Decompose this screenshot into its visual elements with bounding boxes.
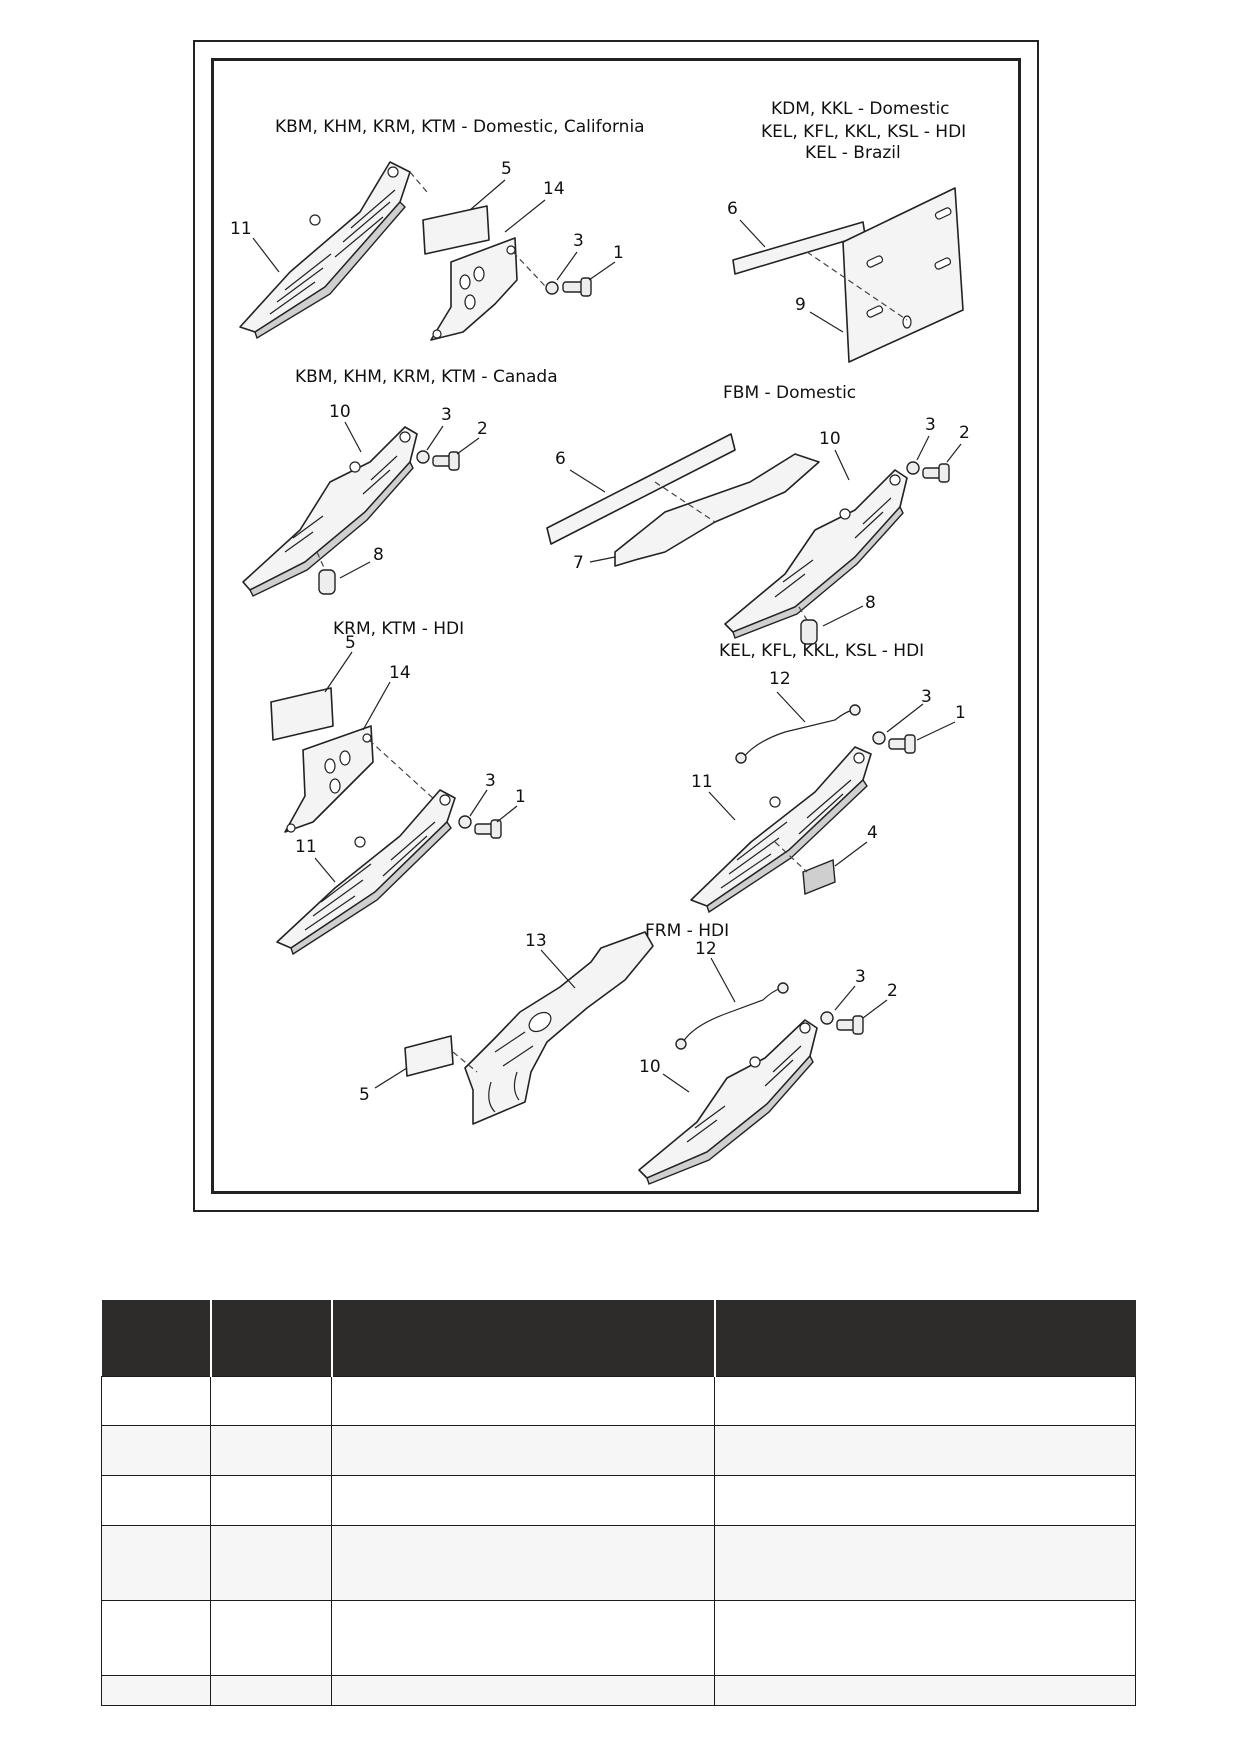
group-label: FRM - HDI	[645, 921, 729, 941]
callout: 11	[691, 772, 713, 792]
diagram-frame: KBM, KHM, KRM, KTM - Domestic, Californi…	[193, 40, 1039, 1212]
table-cell	[331, 1525, 715, 1601]
callout: 2	[887, 981, 898, 1001]
table-cell	[210, 1600, 332, 1676]
group-kdm-kel: KDM, KKL - Domestic KEL, KFL, KKL, KSL -…	[727, 99, 966, 363]
callout: 8	[373, 545, 384, 565]
callout: 5	[345, 633, 356, 653]
group-label: KBM, KHM, KRM, KTM - Canada	[295, 367, 558, 387]
table-cell	[210, 1475, 332, 1526]
callout: 1	[613, 243, 624, 263]
callout: 3	[573, 231, 584, 251]
table-cell	[101, 1600, 211, 1676]
parts-table	[101, 1300, 1136, 1706]
callout: 10	[819, 429, 841, 449]
group-canada: KBM, KHM, KRM, KTM - Canada 10 3 2 8	[242, 367, 558, 597]
table-cell	[101, 1425, 211, 1476]
callout: 13	[525, 931, 547, 951]
exploded-parts-diagram: KBM, KHM, KRM, KTM - Domestic, Californi…	[230, 99, 970, 1185]
table-row	[101, 1425, 1136, 1476]
callout: 1	[955, 703, 966, 723]
table-cell	[331, 1475, 715, 1526]
callout: 5	[501, 159, 512, 179]
table-cell	[714, 1425, 1136, 1476]
table-cell	[210, 1425, 332, 1476]
table-cell	[714, 1475, 1136, 1526]
table-cell	[714, 1600, 1136, 1676]
louver-slots	[269, 189, 396, 315]
group-label: KRM, KTM - HDI	[333, 619, 464, 639]
callout: 9	[795, 295, 806, 315]
callout: 3	[855, 967, 866, 987]
callout: 2	[477, 419, 488, 439]
callout: 10	[329, 402, 351, 422]
callout: 14	[389, 663, 411, 683]
group-fbm-domestic: FBM - Domestic 6 7	[546, 383, 970, 645]
table-cell	[101, 1675, 211, 1706]
callout: 3	[921, 687, 932, 707]
callout: 11	[230, 219, 252, 239]
group-label-line-2: KEL, KFL, KKL, KSL - HDI	[761, 122, 966, 142]
table-cell	[714, 1376, 1136, 1426]
table-cell	[210, 1376, 332, 1426]
group-label: KBM, KHM, KRM, KTM - Domestic, Californi…	[275, 117, 645, 137]
callout: 3	[485, 771, 496, 791]
callout: 14	[543, 179, 565, 199]
table-header-row	[101, 1300, 1136, 1377]
callout: 3	[441, 405, 452, 425]
table-cell	[210, 1675, 332, 1706]
table-cell	[101, 1525, 211, 1601]
group-label-line-1: KDM, KKL - Domestic	[771, 99, 950, 119]
callout: 11	[295, 837, 317, 857]
callout: 10	[639, 1057, 661, 1077]
callout: 2	[959, 423, 970, 443]
table-header-cell	[714, 1300, 1136, 1377]
callout: 6	[555, 449, 566, 469]
table-row	[101, 1525, 1136, 1601]
group-frm-hdi: FRM - HDI	[359, 921, 898, 1185]
table-row	[101, 1600, 1136, 1676]
table-row	[101, 1475, 1136, 1526]
table-cell	[101, 1475, 211, 1526]
group-label-line-3: KEL - Brazil	[805, 143, 901, 163]
callout: 6	[727, 199, 738, 219]
table-cell	[714, 1525, 1136, 1601]
group-label: FBM - Domestic	[723, 383, 856, 403]
table-cell	[714, 1675, 1136, 1706]
table-cell	[101, 1376, 211, 1426]
table-row	[101, 1376, 1136, 1426]
table-header-cell	[210, 1300, 333, 1377]
callout: 7	[573, 553, 584, 573]
table-cell	[331, 1425, 715, 1476]
group-krm-ktm-hdi: KRM, KTM - HDI 5	[270, 619, 526, 956]
group-label: KEL, KFL, KKL, KSL - HDI	[719, 641, 924, 661]
callout: 12	[695, 939, 717, 959]
table-cell	[331, 1600, 715, 1676]
table-header-cell	[101, 1300, 212, 1377]
callout: 4	[867, 823, 878, 843]
table-cell	[331, 1675, 715, 1706]
callout: 12	[769, 669, 791, 689]
group-domestic-california: KBM, KHM, KRM, KTM - Domestic, Californi…	[230, 117, 645, 341]
group-kel-kfl-hdi: KEL, KFL, KKL, KSL - HDI 1	[690, 641, 966, 914]
table-row	[101, 1675, 1136, 1706]
callout: 1	[515, 787, 526, 807]
table-header-cell	[331, 1300, 716, 1377]
table-cell	[210, 1525, 332, 1601]
callout: 3	[925, 415, 936, 435]
callout: 8	[865, 593, 876, 613]
table-cell	[331, 1376, 715, 1426]
callout: 5	[359, 1085, 370, 1105]
